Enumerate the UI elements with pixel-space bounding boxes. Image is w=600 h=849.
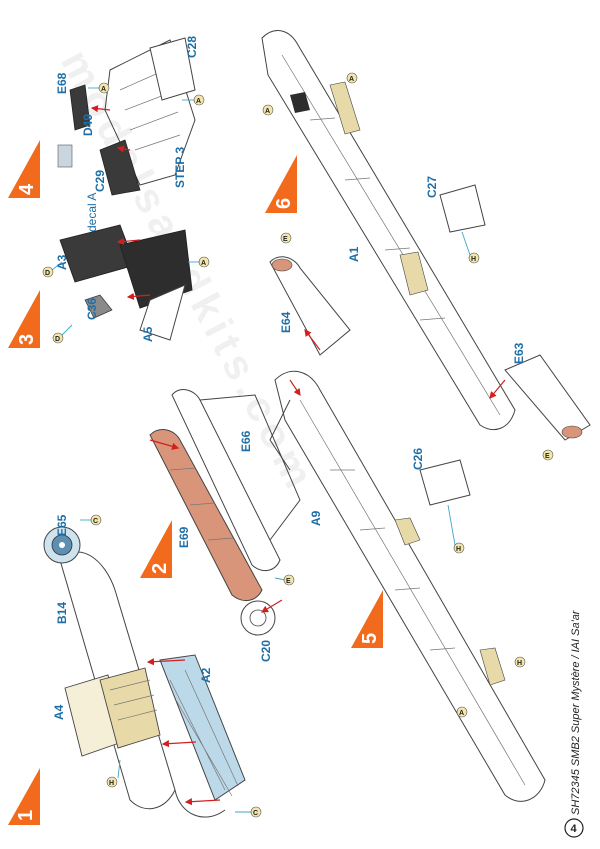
svg-text:H: H bbox=[109, 780, 114, 787]
label-A5: A5 bbox=[141, 326, 155, 342]
svg-text:A: A bbox=[101, 86, 106, 93]
label-E68: E68 bbox=[55, 72, 69, 94]
label-E65: E65 bbox=[55, 514, 69, 536]
step-2-label: 2 bbox=[149, 563, 171, 574]
step-3-marker: 3 bbox=[8, 290, 40, 348]
svg-text:E: E bbox=[545, 453, 550, 460]
footer-title: SH72345 SMB2 Super Mystère / IAI Sa'ar bbox=[570, 609, 582, 815]
label-B14: B14 bbox=[55, 602, 69, 624]
svg-text:A: A bbox=[196, 98, 201, 105]
svg-text:A: A bbox=[349, 76, 354, 83]
svg-text:D: D bbox=[55, 336, 60, 343]
svg-text:A: A bbox=[201, 260, 206, 267]
label-C27: C27 bbox=[425, 176, 439, 198]
label-C26: C26 bbox=[411, 448, 425, 470]
label-C29: C29 bbox=[93, 170, 107, 192]
step-2-drawing: E bbox=[149, 389, 301, 636]
svg-text:A: A bbox=[459, 710, 464, 717]
step-6-drawing: H E A A E bbox=[261, 30, 591, 461]
step-6-marker: 6 bbox=[265, 155, 297, 213]
part-labels: A1 A2 A3 A4 A5 A9 B14 C20 C26 C27 C28 C2… bbox=[52, 36, 526, 720]
step-6-label: 6 bbox=[273, 198, 295, 209]
step-3-drawing: D D A bbox=[42, 224, 210, 344]
step-1-drawing: C H C bbox=[43, 514, 262, 818]
svg-text:C: C bbox=[93, 518, 98, 525]
step-2-marker: 2 bbox=[140, 520, 172, 578]
step-5-marker: 5 bbox=[351, 590, 383, 648]
label-A2: A2 bbox=[199, 667, 213, 683]
svg-text:D: D bbox=[45, 270, 50, 277]
label-C20: C20 bbox=[259, 640, 273, 662]
step-5-label: 5 bbox=[359, 633, 381, 644]
step-3-sublabel: STEP 3 bbox=[173, 147, 187, 188]
footer: 4 SH72345 SMB2 Super Mystère / IAI Sa'ar bbox=[564, 609, 584, 838]
label-E63: E63 bbox=[512, 342, 526, 364]
step-3-label: 3 bbox=[16, 334, 38, 345]
label-A9: A9 bbox=[309, 510, 323, 526]
svg-text:H: H bbox=[471, 256, 476, 263]
label-E69: E69 bbox=[177, 526, 191, 548]
svg-text:H: H bbox=[456, 546, 461, 553]
decal-label: decal A bbox=[85, 193, 99, 232]
label-A1: A1 bbox=[347, 246, 361, 262]
step-5-drawing: H H A bbox=[269, 370, 546, 802]
page-number: 4 bbox=[571, 823, 578, 835]
step-4-drawing: A A bbox=[57, 37, 205, 196]
label-C36: C36 bbox=[85, 298, 99, 320]
step-4-label: 4 bbox=[16, 183, 38, 195]
label-A3: A3 bbox=[55, 254, 69, 270]
label-D49: D49 bbox=[81, 114, 95, 136]
step-1-marker: 1 bbox=[8, 768, 40, 825]
label-E64: E64 bbox=[279, 311, 293, 333]
svg-text:H: H bbox=[517, 660, 522, 667]
label-E66: E66 bbox=[239, 430, 253, 452]
label-C28: C28 bbox=[185, 36, 199, 58]
step-1-label: 1 bbox=[15, 810, 37, 821]
page-number-badge bbox=[564, 818, 584, 838]
step-4-marker: 4 bbox=[8, 140, 40, 198]
svg-text:E: E bbox=[286, 578, 291, 585]
svg-text:A: A bbox=[265, 108, 270, 115]
svg-text:C: C bbox=[253, 810, 258, 817]
svg-text:E: E bbox=[283, 236, 288, 243]
label-A4: A4 bbox=[52, 704, 66, 720]
